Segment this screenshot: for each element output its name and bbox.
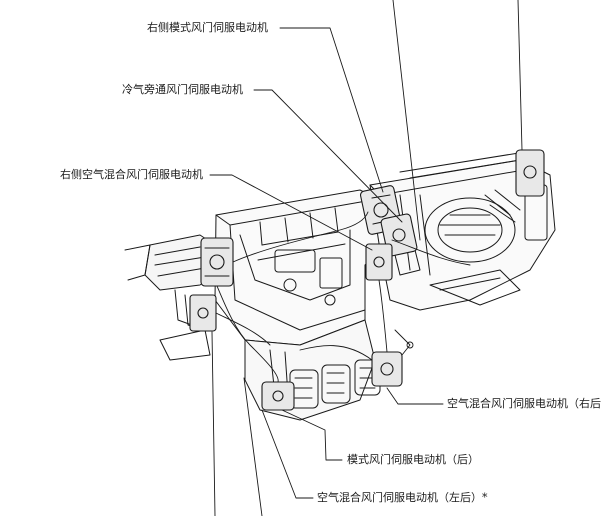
- hvac-housing-left: [214, 189, 381, 346]
- label-right-mode-door-servo: 右侧模式风门伺服电动机: [146, 21, 269, 34]
- wire-harness: [215, 211, 471, 383]
- servo-top-right: [515, 149, 545, 197]
- label-cool-bypass-door-servo: 冷气旁通风门伺服电动机: [121, 83, 244, 96]
- servo-left-upper: [200, 237, 234, 287]
- hvac-housing-right: [369, 151, 556, 311]
- label-right-air-mix-door-servo: 右侧空气混合风门伺服电动机: [59, 168, 204, 181]
- servo-left-lower: [189, 294, 217, 332]
- label-air-mix-door-servo-left-rear: 空气混合风门伺服电动机（左后）*: [316, 491, 489, 504]
- servo-mode-rear: [261, 381, 295, 411]
- servo-right-air-mix: [365, 243, 393, 281]
- label-mode-door-servo-rear: 模式风门伺服电动机（后）: [346, 453, 480, 466]
- leader-lines: [209, 0, 523, 516]
- label-air-mix-door-servo-right-rear: 空气混合风门伺服电动机（右后: [446, 397, 602, 410]
- servo-right-rear-air-mix: [371, 351, 403, 387]
